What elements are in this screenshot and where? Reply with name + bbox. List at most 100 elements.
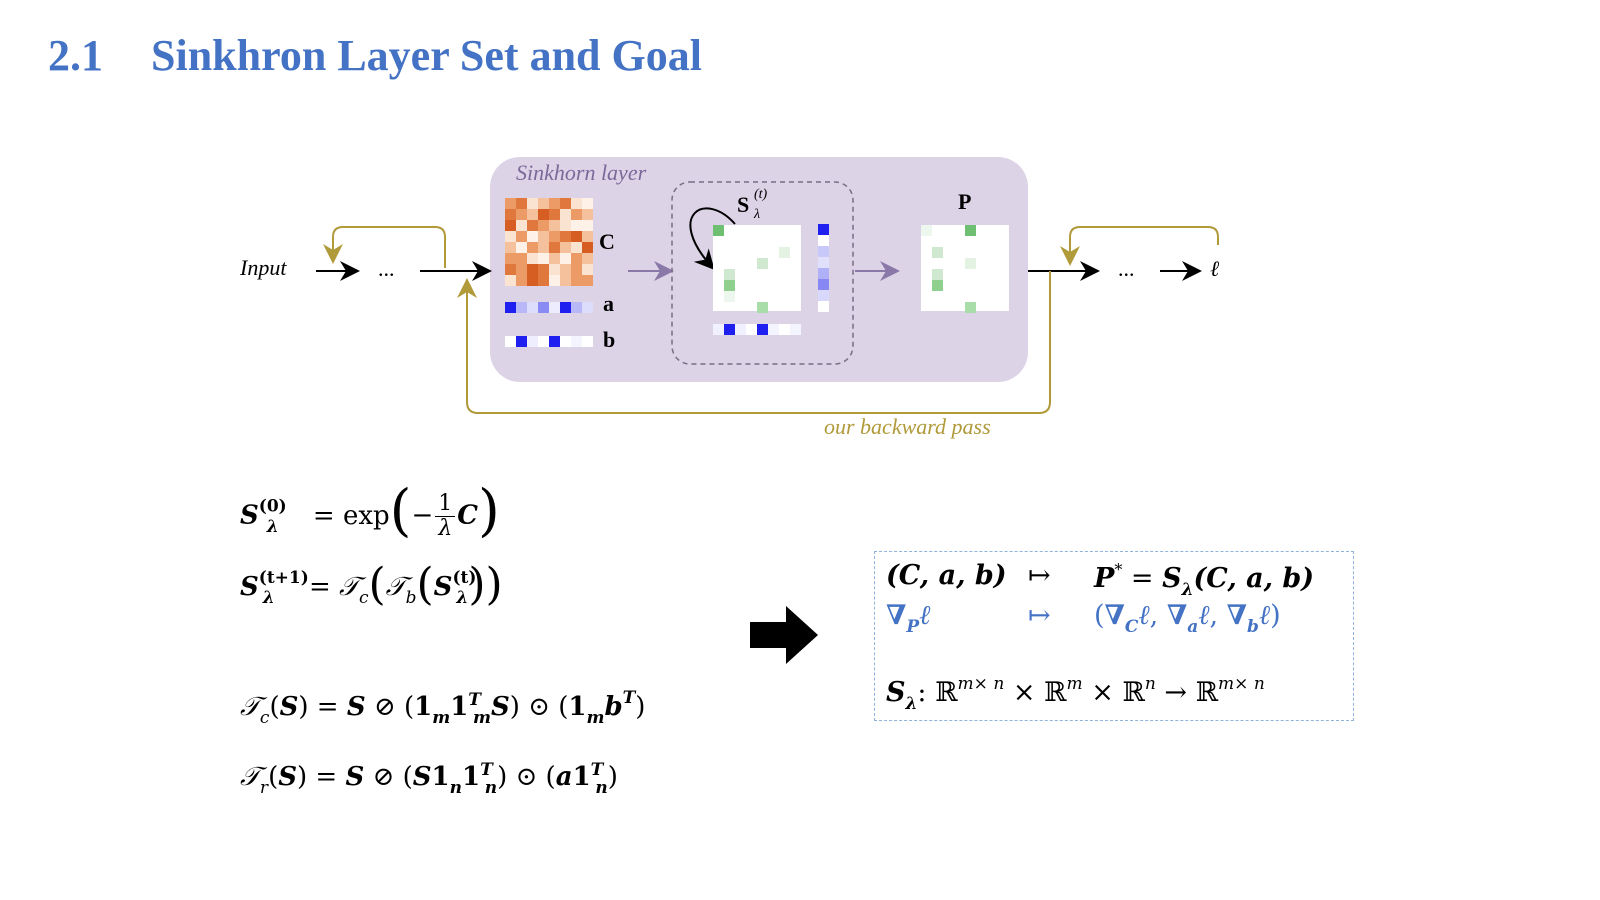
vector-b-cell	[538, 336, 549, 347]
matrix-c-cell	[571, 264, 582, 275]
matrix-p-cell	[965, 302, 976, 313]
matrix-c-cell	[549, 209, 560, 220]
vector-a-cell	[571, 302, 582, 313]
vector-b-cell	[582, 336, 593, 347]
matrix-c-cell	[549, 220, 560, 231]
matrix-c-cell	[560, 242, 571, 253]
matrix-c-label: C	[599, 229, 615, 254]
vector-a-cell	[549, 302, 560, 313]
matrix-s-cell	[779, 247, 790, 258]
matrix-c-cell	[516, 264, 527, 275]
goal-row-forward-map: ↦	[1028, 560, 1051, 591]
vector-a-label: a	[603, 291, 614, 316]
matrix-s-cell	[757, 302, 768, 313]
vector-s-col-cell	[818, 268, 829, 279]
goal-row-backward-right: (∇Cℓ, ∇aℓ, ∇bℓ)	[1094, 600, 1281, 637]
matrix-c-cell	[571, 231, 582, 242]
vector-s-col-cell	[818, 290, 829, 301]
section-heading: 2.1 Sinkhron Layer Set and Goal	[48, 30, 702, 81]
matrix-c-cell	[527, 253, 538, 264]
matrix-c-cell	[560, 253, 571, 264]
vector-s-row-cell	[757, 324, 768, 335]
matrix-c-cell	[527, 275, 538, 286]
eq-tr: 𝒯r(S) = S ⊘ (S1n1Tn) ⊙ (a1Tn)	[240, 760, 618, 798]
matrix-c-cell	[538, 231, 549, 242]
matrix-c-cell	[549, 231, 560, 242]
matrix-c-cell	[527, 242, 538, 253]
matrix-c-cell	[582, 198, 593, 209]
section-number: 2.1	[48, 31, 103, 80]
matrix-c-cell	[560, 231, 571, 242]
eq-iteration: S(t+1)λ = 𝒯c(𝒯b(S(t)λ))	[240, 559, 503, 610]
matrix-c-cell	[582, 264, 593, 275]
matrix-c-cell	[549, 264, 560, 275]
matrix-c-cell	[505, 209, 516, 220]
goal-signature: Sλ: ℝm× n × ℝm × ℝn → ℝm× n	[886, 674, 1265, 714]
matrix-c-cell	[571, 209, 582, 220]
matrix-c-cell	[527, 231, 538, 242]
matrix-c-cell	[538, 275, 549, 286]
vector-a-cell	[516, 302, 527, 313]
matrix-c-cell	[560, 275, 571, 286]
matrix-c-cell	[505, 198, 516, 209]
matrix-c-cell	[538, 198, 549, 209]
matrix-s-cell	[713, 225, 724, 236]
matrix-c-cell	[527, 209, 538, 220]
matrix-c-cell	[549, 253, 560, 264]
matrix-c-cell	[527, 264, 538, 275]
matrix-c-cell	[560, 264, 571, 275]
matrix-c-cell	[505, 264, 516, 275]
matrix-c-cell	[516, 253, 527, 264]
backward-pass-path	[457, 271, 1051, 414]
vector-s-col-cell	[818, 235, 829, 246]
matrix-p	[921, 225, 1009, 313]
matrix-c-cell	[560, 220, 571, 231]
matrix-c-cell	[582, 209, 593, 220]
vector-b-cell	[516, 336, 527, 347]
vector-s-col-cell	[818, 257, 829, 268]
matrix-s-cell	[757, 258, 768, 269]
vector-a	[505, 302, 593, 313]
matrix-c-cell	[538, 242, 549, 253]
matrix-c-cell	[505, 253, 516, 264]
vector-s-row-cell	[779, 324, 790, 335]
vector-b-cell	[527, 336, 538, 347]
vector-s-col	[818, 224, 829, 312]
ellipsis-right: ...	[1118, 256, 1135, 281]
goal-row-forward-left: (C, a, b)	[886, 560, 1007, 591]
matrix-p-cell	[921, 225, 932, 236]
p-label: P	[958, 189, 971, 214]
goal-row-forward-right: P* = Sλ(C, a, b)	[1094, 560, 1315, 600]
matrix-c-cell	[549, 275, 560, 286]
iteration-box	[671, 181, 854, 365]
matrix-c-cell	[571, 220, 582, 231]
vector-a-cell	[560, 302, 571, 313]
matrix-c-cell	[538, 264, 549, 275]
vector-b-cell	[571, 336, 582, 347]
vector-b-cell	[560, 336, 571, 347]
matrix-c-cell	[516, 198, 527, 209]
matrix-c-cell	[516, 231, 527, 242]
matrix-p-cell	[932, 269, 943, 280]
matrix-s-cell	[724, 280, 735, 291]
matrix-c-cell	[516, 242, 527, 253]
matrix-c-cell	[571, 275, 582, 286]
implies-arrow-icon	[750, 606, 818, 664]
matrix-c-cell	[516, 220, 527, 231]
matrix-c-cell	[505, 242, 516, 253]
vector-a-cell	[538, 302, 549, 313]
matrix-c-cell	[527, 198, 538, 209]
matrix-p-cell	[965, 258, 976, 269]
iteration-loop-arrow	[689, 207, 736, 270]
vector-s-row-cell	[768, 324, 779, 335]
matrix-c-cell	[560, 209, 571, 220]
matrix-p-cell	[932, 247, 943, 258]
matrix-p-cell	[965, 225, 976, 236]
matrix-c-cell	[582, 253, 593, 264]
vector-s-row-cell	[746, 324, 757, 335]
loss-label: ℓ	[1210, 256, 1220, 281]
matrix-c-cell	[571, 242, 582, 253]
matrix-s-cell	[724, 269, 735, 280]
input-label: Input	[239, 255, 287, 280]
vector-s-col-cell	[818, 279, 829, 290]
